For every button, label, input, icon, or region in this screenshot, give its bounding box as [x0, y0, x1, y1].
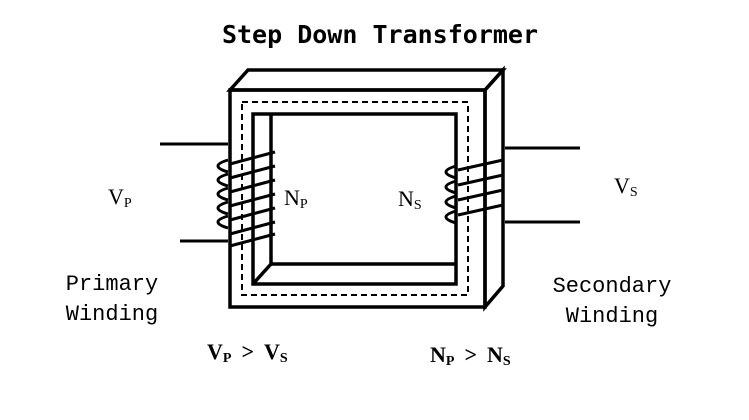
secondary-voltage-label: VS [614, 173, 638, 200]
secondary-winding-label-1: Secondary [553, 274, 672, 299]
window-depth-bottom-left [251, 262, 273, 286]
secondary-turns-label: NS [398, 186, 422, 213]
turns-relation: NP>NS [430, 342, 511, 369]
primary-coil [160, 142, 276, 248]
flux-path [241, 101, 469, 296]
primary-winding-label-2: Winding [66, 302, 158, 327]
primary-voltage-label: VP [108, 184, 132, 211]
secondary-winding-label-2: Winding [566, 304, 658, 329]
diagram-title: Step Down Transformer [222, 20, 538, 49]
secondary-coil [444, 146, 580, 225]
core-top-face [226, 68, 507, 92]
voltage-relation: VP>VS [207, 339, 288, 366]
primary-winding-label-1: Primary [66, 272, 158, 297]
transformer-core [226, 65, 507, 312]
core-side-face [483, 65, 505, 312]
primary-turns-label: NP [284, 185, 308, 212]
